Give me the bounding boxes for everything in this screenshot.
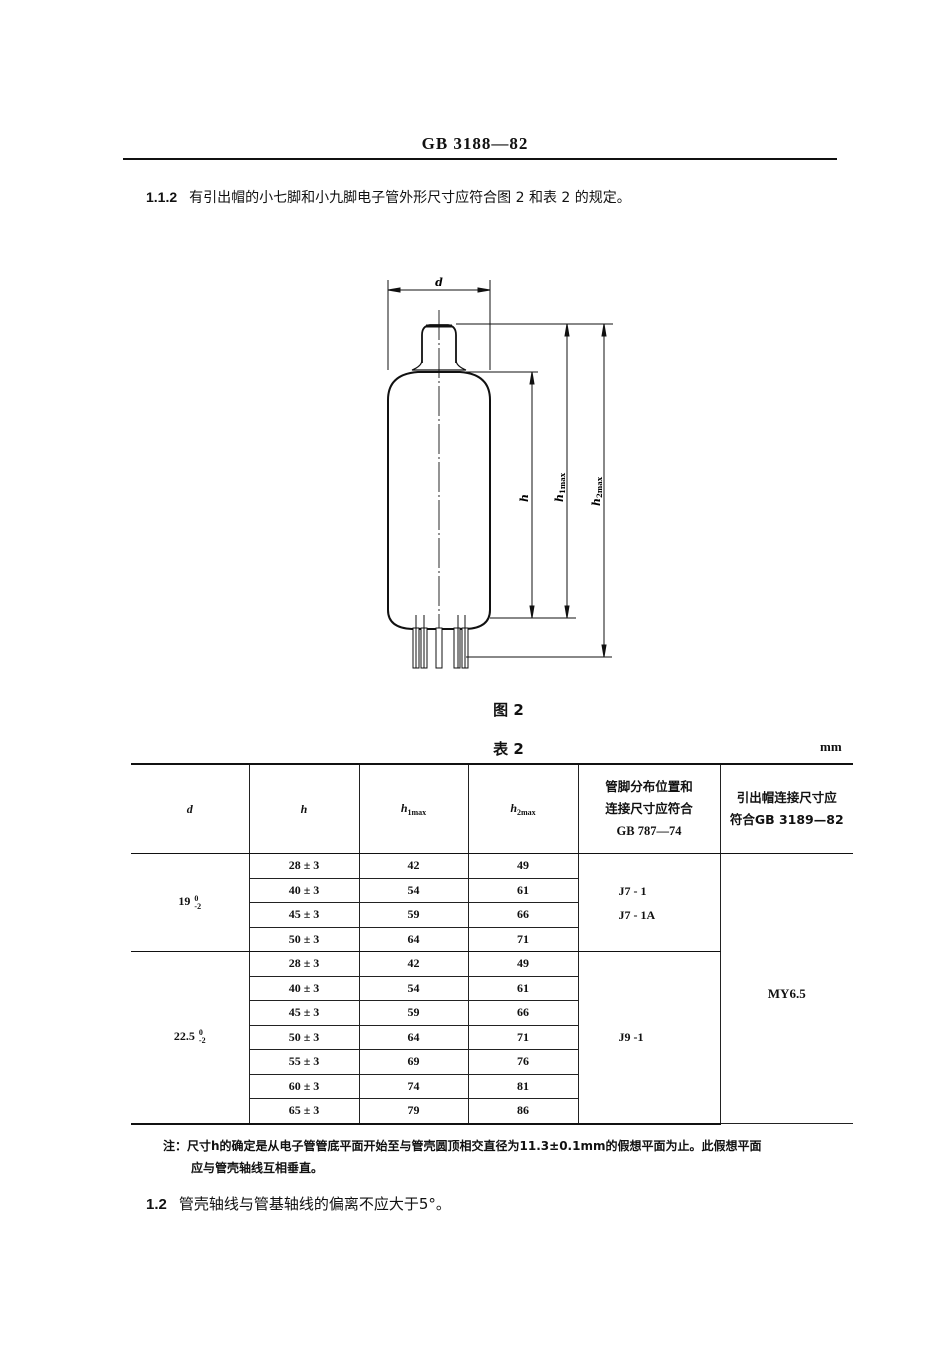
cell-h2max: 66	[467, 902, 579, 928]
table-row: 45 ± 3 59 66	[131, 1000, 853, 1026]
cell-h1max: 42	[358, 951, 469, 977]
cell-h1max: 64	[358, 1024, 469, 1050]
header-cap-connection: 引出帽连接尺寸应 符合GB 3189—82	[719, 763, 853, 854]
cell-h2max: 76	[467, 1049, 579, 1075]
table-header-row: d h h1max h2max 管脚分布位置和 连接尺寸应符合 GB 787—7…	[131, 763, 853, 854]
cell-h2max: 49	[467, 951, 579, 977]
cell-h: 60 ± 3	[249, 1073, 360, 1099]
section-1-2: 1.2 管壳轴线与管基轴线的偏离不应大于5°。	[146, 1193, 451, 1214]
section-number: 1.2	[146, 1196, 167, 1213]
cell-pin-layout-j7: J7 - 1 J7 - 1A	[577, 853, 721, 952]
cell-h: 55 ± 3	[249, 1049, 360, 1075]
table-row: 40 ± 3 54 61	[131, 877, 853, 903]
cell-pin-layout-j9: J9 -1	[577, 951, 721, 1125]
header-h1max: h1max	[358, 763, 469, 854]
section-1-1-2: 1.1.2 有引出帽的小七脚和小九脚电子管外形尺寸应符合图 2 和表 2 的规定。	[146, 187, 631, 207]
table-row: 65 ± 3 79 86	[131, 1098, 853, 1125]
cell-cap-connection: MY6.5	[719, 853, 853, 1124]
cell-h1max: 69	[358, 1049, 469, 1075]
cell-h1max: 59	[358, 902, 469, 928]
standard-header: GB 3188—82	[421, 134, 529, 153]
cell-h2max: 49	[467, 853, 579, 879]
cell-h2max: 71	[467, 1024, 579, 1050]
cell-h2max: 86	[467, 1098, 579, 1125]
cell-h: 28 ± 3	[248, 853, 360, 879]
cell-h: 28 ± 3	[248, 951, 360, 977]
table-row: 40 ± 3 54 61	[131, 975, 853, 1001]
h2max-label: h2max	[590, 476, 604, 506]
d-label: d	[435, 276, 443, 289]
section-text: 有引出帽的小七脚和小九脚电子管外形尺寸应符合图 2 和表 2 的规定。	[189, 190, 631, 206]
note-line-2: 应与管壳轴线互相垂直。	[191, 1161, 324, 1175]
cell-h: 45 ± 3	[249, 902, 360, 928]
table-note: 注：尺寸h的确定是从电子管管底平面开始至与管壳圆顶相交直径为11.3±0.1mm…	[163, 1135, 863, 1179]
cell-h2max: 61	[467, 877, 579, 903]
header-h2max: h2max	[467, 763, 579, 854]
cell-h2max: 81	[467, 1073, 579, 1099]
cell-h1max: 54	[358, 877, 469, 903]
table-caption: 表 2	[493, 740, 524, 758]
table-row: 50 ± 3 64 71	[131, 1024, 853, 1050]
note-line-1: 注：尺寸h的确定是从电子管管底平面开始至与管壳圆顶相交直径为11.3±0.1mm…	[163, 1139, 762, 1153]
dimension-table: d h h1max h2max 管脚分布位置和 连接尺寸应符合 GB 787—7…	[131, 763, 853, 1125]
header-rule	[123, 158, 837, 160]
cell-h2max: 61	[467, 975, 579, 1001]
cell-h: 50 ± 3	[249, 1024, 360, 1050]
figure-caption: 图 2	[493, 701, 524, 719]
section-number: 1.1.2	[146, 189, 178, 205]
header-pin-layout: 管脚分布位置和 连接尺寸应符合 GB 787—74	[577, 763, 721, 854]
table-row: 45 ± 3 59 66	[131, 902, 853, 928]
h-label: h	[518, 494, 531, 502]
header-h: h	[248, 763, 360, 854]
section-text: 管壳轴线与管基轴线的偏离不应大于5°。	[178, 1195, 451, 1213]
tube-outline-figure: d h h1max h2max	[370, 270, 630, 674]
cell-h2max: 71	[467, 926, 579, 952]
cell-h: 65 ± 3	[249, 1098, 360, 1125]
cell-h1max: 74	[358, 1073, 469, 1099]
cell-h: 40 ± 3	[249, 877, 360, 903]
cell-h: 45 ± 3	[249, 1000, 360, 1026]
cell-h2max: 66	[467, 1000, 579, 1026]
cell-h1max: 59	[358, 1000, 469, 1026]
table-unit: mm	[820, 739, 842, 754]
cell-h1max: 54	[358, 975, 469, 1001]
cell-h1max: 79	[358, 1098, 469, 1125]
cell-h1max: 42	[358, 853, 469, 879]
header-d: d	[131, 763, 250, 854]
table-row: 55 ± 3 69 76	[131, 1049, 853, 1075]
cell-h1max: 64	[358, 926, 469, 952]
cell-h: 50 ± 3	[249, 926, 360, 952]
cell-h: 40 ± 3	[249, 975, 360, 1001]
h1max-label: h1max	[553, 472, 567, 502]
table-row: 50 ± 3 64 71	[131, 926, 853, 952]
